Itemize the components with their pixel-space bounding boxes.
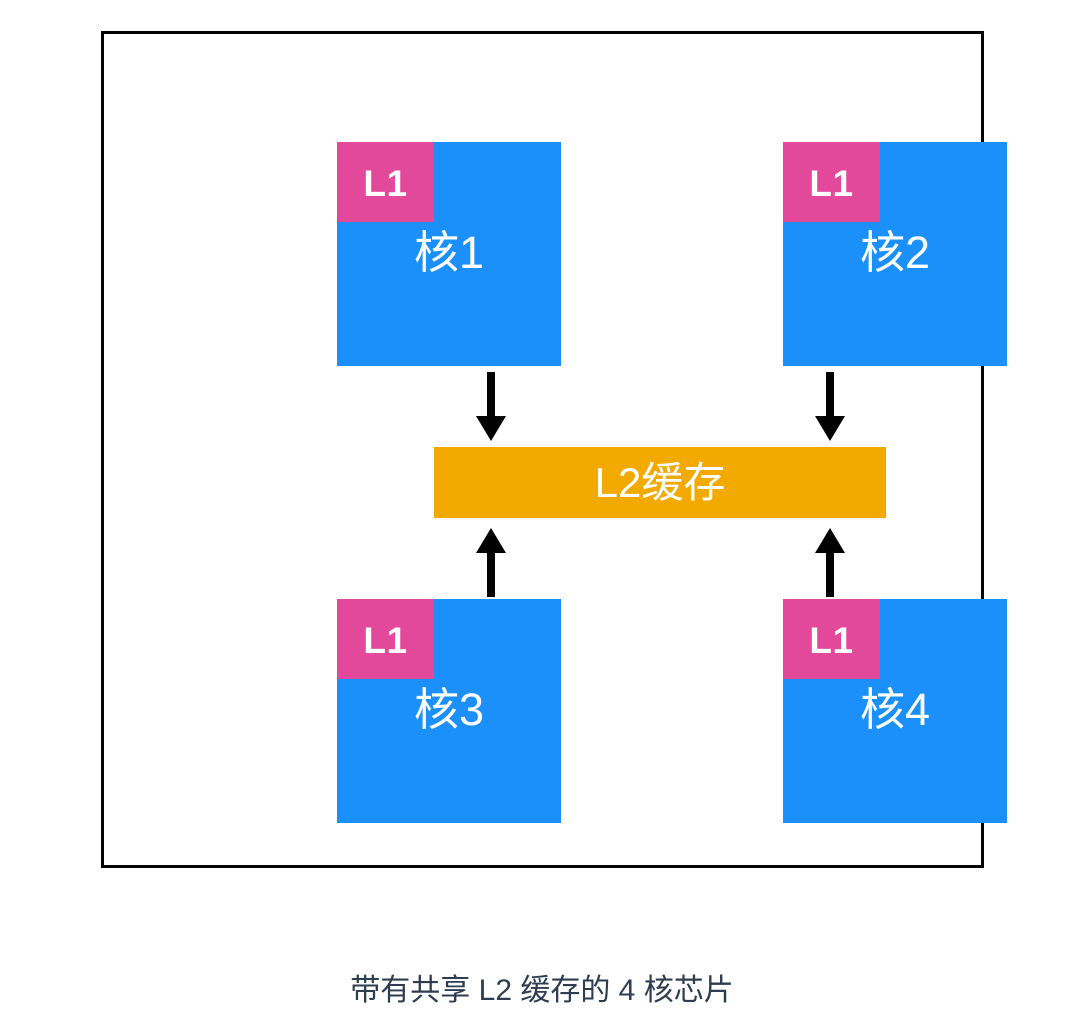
diagram-caption: 带有共享 L2 缓存的 4 核芯片 xyxy=(350,974,734,1007)
l1-cache-label-2: L1 xyxy=(809,162,854,204)
l1-cache-block-3[interactable]: L1 xyxy=(337,599,434,679)
arrow-up-icon-core4-l2 xyxy=(813,527,847,597)
core-label-1: 核1 xyxy=(413,227,485,278)
core-block-1[interactable]: L1 核1 xyxy=(337,142,561,366)
l1-cache-block-4[interactable]: L1 xyxy=(783,599,880,679)
core-block-4[interactable]: L1 核4 xyxy=(783,599,1007,823)
core-label-4: 核4 xyxy=(859,684,931,735)
core-block-2[interactable]: L1 核2 xyxy=(783,142,1007,366)
l2-cache-label: L2缓存 xyxy=(594,458,726,506)
arrow-down-icon-core2-l2 xyxy=(813,372,847,442)
core-block-3[interactable]: L1 核3 xyxy=(337,599,561,823)
l1-cache-label-4: L1 xyxy=(809,619,854,661)
l2-cache-block[interactable]: L2缓存 xyxy=(434,447,886,518)
arrow-up-icon-core3-l2 xyxy=(474,527,508,597)
core-label-3: 核3 xyxy=(413,684,485,735)
chip-boundary-frame: L1 核1 L1 核2 L1 核3 L1 核4 L2缓存 xyxy=(101,31,1007,868)
l1-cache-label-3: L1 xyxy=(363,619,408,661)
core-label-2: 核2 xyxy=(859,227,931,278)
arrow-down-icon-core1-l2 xyxy=(474,372,508,442)
l1-cache-block-2[interactable]: L1 xyxy=(783,142,880,222)
l1-cache-block-1[interactable]: L1 xyxy=(337,142,434,222)
l1-cache-label-1: L1 xyxy=(363,162,408,204)
